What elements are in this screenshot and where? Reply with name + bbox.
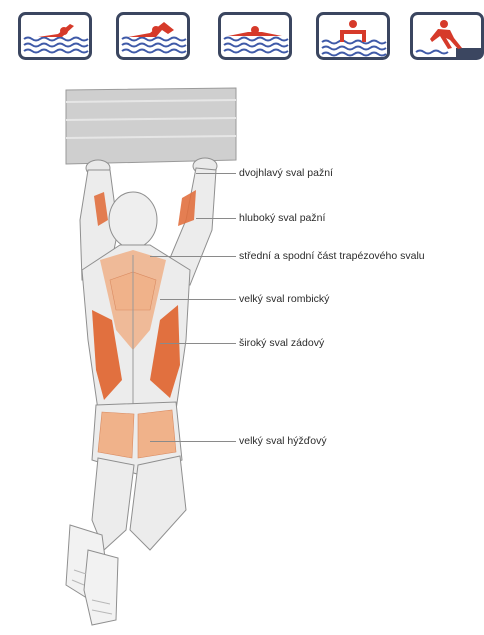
leader-line xyxy=(196,173,236,174)
label-gluteus-maximus: velký sval hýžďový xyxy=(239,435,327,447)
pull-up-muscle-figure: dvojhlavý sval pažní hluboký sval pažní … xyxy=(0,80,484,630)
label-biceps-brachii: dvojhlavý sval pažní xyxy=(239,167,333,179)
label-trapezius: střední a spodní část trapézového svalu xyxy=(239,250,425,262)
freestyle-swimmer-icon xyxy=(18,12,92,60)
breaststroke-swimmer-icon xyxy=(218,12,292,60)
label-latissimus-dorsi: široký sval zádový xyxy=(239,337,324,349)
butterfly-swimmer-icon xyxy=(116,12,190,60)
pool-exit-swimmer-icon xyxy=(316,12,390,60)
label-brachialis: hluboký sval pažní xyxy=(239,212,325,224)
swimming-style-icon-row xyxy=(0,0,484,70)
start-dive-swimmer-icon xyxy=(410,12,484,60)
leader-line xyxy=(150,441,236,442)
leader-line xyxy=(150,256,236,257)
leader-line xyxy=(160,343,236,344)
leader-line xyxy=(196,218,236,219)
label-rhomboid-major: velký sval rombický xyxy=(239,293,329,305)
leader-line xyxy=(160,299,236,300)
